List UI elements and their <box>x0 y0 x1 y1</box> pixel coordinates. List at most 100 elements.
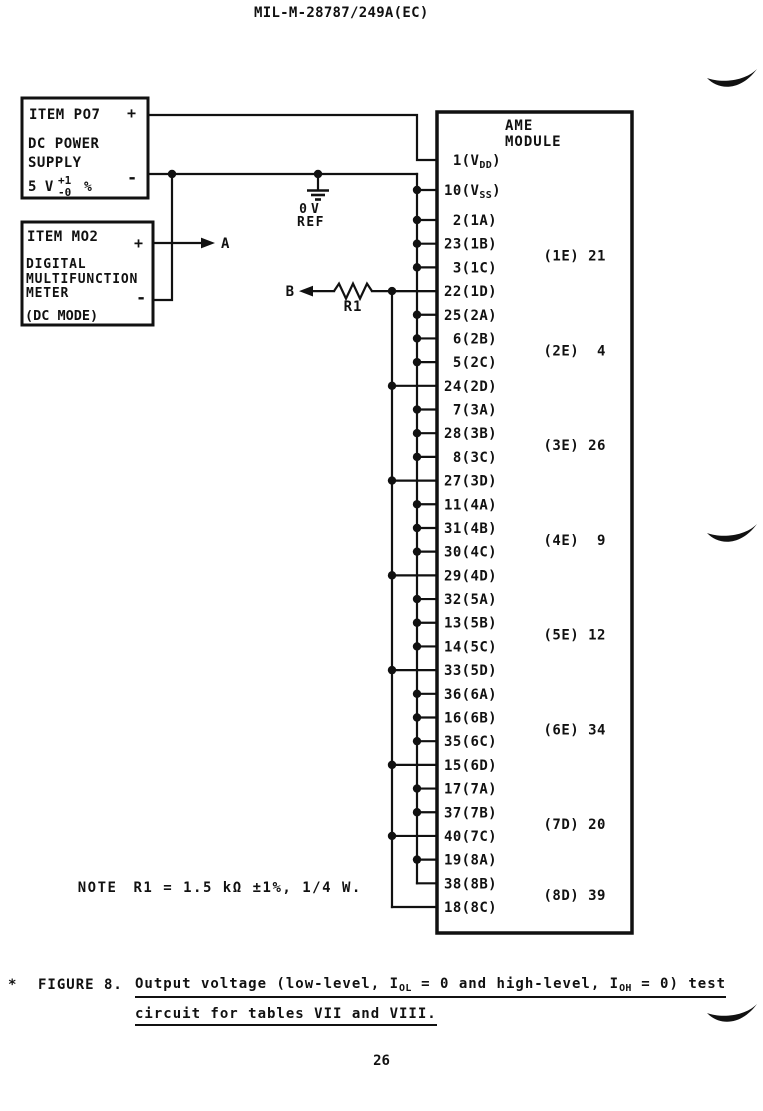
caption-subscript-iol: OL <box>399 983 412 994</box>
module-title: AME <box>505 118 533 134</box>
junction-dot <box>412 405 422 414</box>
meter-minus-terminal: - <box>136 288 146 308</box>
power-supply-minus-terminal: - <box>127 168 137 188</box>
meter-name: MULTIFUNCTION <box>26 272 138 287</box>
module-pin-label: 27(3D) <box>444 474 497 490</box>
caption-seg: = 0) test <box>631 976 727 992</box>
caption-seg: = 0 and high-level, I <box>411 976 620 992</box>
junction-dot <box>412 808 422 817</box>
module-pin-label: 22(1D) <box>444 284 497 300</box>
module-group-label: (5E) 12 <box>543 628 606 644</box>
test-point-a-label: A <box>221 236 230 252</box>
junction-dot <box>387 476 397 485</box>
module-pin-label: 3(1C) <box>444 260 497 276</box>
caption-seg: Output voltage (low-level, I <box>135 976 400 992</box>
junction-dot <box>412 263 422 272</box>
junction-dot <box>387 286 397 296</box>
module-pin-label: 40(7C) <box>444 829 497 845</box>
module-pin-label: 35(6C) <box>444 734 497 750</box>
junction-dot <box>167 169 177 179</box>
junction-dot <box>412 452 422 462</box>
module-pin-label: 24(2D) <box>444 379 497 395</box>
module-pin-label: 33(5D) <box>444 663 497 679</box>
module-pin-label: 16(6B) <box>444 710 497 726</box>
junction-dot <box>412 642 422 651</box>
figure-caption: * FIGURE 8. Output voltage (low-level, I… <box>0 977 763 1026</box>
module-group-label: (7D) 20 <box>543 817 606 833</box>
module-pin-label: 19(8A) <box>444 853 497 869</box>
power-supply-plus-terminal: + <box>127 104 136 122</box>
caption-subscript-ioh: OH <box>619 983 632 994</box>
junction-dot <box>387 665 397 675</box>
junction-dot <box>412 429 422 438</box>
junction-dot <box>412 185 422 195</box>
module-pin-label: 14(5C) <box>444 639 497 655</box>
meter-plus-terminal: + <box>134 234 143 252</box>
module-pin-label: 11(4A) <box>444 497 497 513</box>
power-supply-item-label: ITEM PO7 <box>29 107 100 123</box>
caption-line-2-text: circuit for tables VII and VIII. <box>135 1007 437 1026</box>
junction-dot <box>412 784 422 793</box>
junction-dot <box>412 689 422 698</box>
module-pin-label: 23(1B) <box>444 237 497 253</box>
junction-dot <box>412 500 422 509</box>
module-title: MODULE <box>505 134 562 150</box>
module-pin-label: 10(VSS) <box>444 183 501 201</box>
module-pin-label: 29(4D) <box>444 568 497 584</box>
junction-dot <box>412 334 422 343</box>
module-group-label: (2E) 4 <box>543 343 606 359</box>
page-number: 26 <box>373 1053 390 1069</box>
junction-dot <box>387 381 397 391</box>
change-mark <box>707 1004 757 1022</box>
module-pin-label: 17(7A) <box>444 782 497 798</box>
meter-mode-label: (DC MODE) <box>25 308 98 324</box>
junction-dot <box>387 831 397 841</box>
module-pin-label: 7(3A) <box>444 403 497 419</box>
wire-meter-minus <box>151 172 174 302</box>
module-group-label: (8D) 39 <box>543 888 606 904</box>
ground-ref-label: 0V <box>299 202 323 217</box>
module-pin-label: 32(5A) <box>444 592 497 608</box>
module-pin-label: 1(VDD) <box>444 153 501 171</box>
junction-dot <box>412 357 422 367</box>
wire-vdd <box>146 113 439 162</box>
caption-line-1-text: Output voltage (low-level, IOL = 0 and h… <box>135 976 727 998</box>
caption-line-2: circuit for tables VII and VIII. <box>135 1007 763 1026</box>
module-group-label: (3E) 26 <box>543 438 606 454</box>
note-prefix: NOTE <box>77 880 118 896</box>
module-group-label: (4E) 9 <box>543 533 606 549</box>
module-pin-label: 8(3C) <box>444 450 497 466</box>
junction-dot <box>387 571 397 580</box>
arrowhead-b <box>299 285 313 297</box>
module-pin-label: 18(8C) <box>444 900 497 916</box>
change-asterisk: * <box>8 977 18 993</box>
caption-line-1: Output voltage (low-level, IOL = 0 and h… <box>135 977 763 998</box>
doc-number: MIL-M-28787/249A(EC) <box>254 5 429 21</box>
meter-item-label: ITEM MO2 <box>27 229 98 245</box>
arrowhead-a <box>201 237 215 249</box>
meter-name: METER <box>26 286 69 301</box>
module-pin-label: 37(7B) <box>444 805 497 821</box>
module-pin-label: 31(4B) <box>444 521 497 537</box>
test-point-b-label: B <box>286 284 294 300</box>
module-pin-label: 30(4C) <box>444 545 497 561</box>
module-pin-label: 2(1A) <box>444 213 497 229</box>
power-supply-tolerance-minus: -0 <box>58 186 71 199</box>
power-supply-voltage: 5 V <box>28 179 54 195</box>
junction-dot <box>412 523 422 533</box>
module-group-label: (1E) 21 <box>543 249 606 265</box>
junction-dot <box>412 594 422 604</box>
module-pin-label: 38(8B) <box>444 876 497 892</box>
meter-name: DIGITAL <box>26 257 86 272</box>
module-pin-label: 15(6D) <box>444 758 497 774</box>
junction-dot <box>412 215 422 225</box>
resistor-r1-label: R1 <box>344 299 363 315</box>
module-group-label: (6E) 34 <box>543 722 606 738</box>
power-supply-percent: % <box>84 180 92 195</box>
module-pin-label: 28(3B) <box>444 426 497 442</box>
module-pin-label: 25(2A) <box>444 308 497 324</box>
power-supply-name: SUPPLY <box>28 155 82 171</box>
power-supply-name: DC POWER <box>28 136 100 152</box>
